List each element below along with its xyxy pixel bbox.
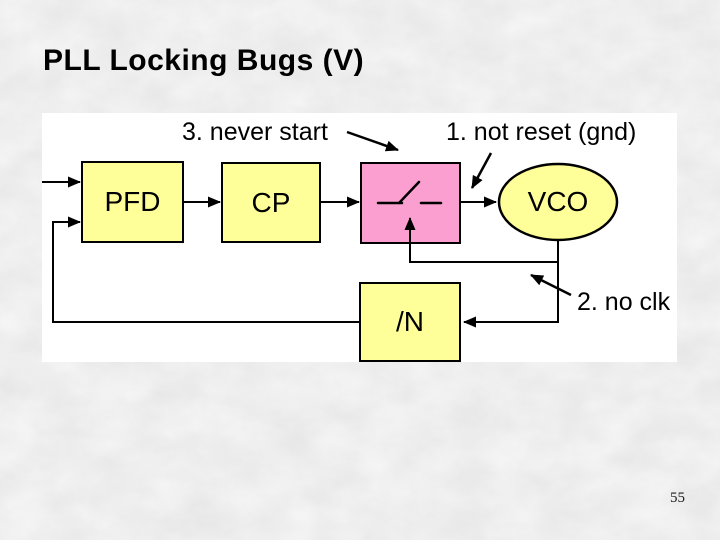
- pfd-block: [81, 161, 184, 243]
- slide-title: PLL Locking Bugs (V): [43, 44, 365, 77]
- arrow-no-clk: [530, 273, 572, 297]
- arrow-never-start: [346, 130, 399, 152]
- open-switch-icon: [376, 180, 443, 205]
- wire-feedback-to-pfd: [52, 216, 360, 323]
- vco-block: [497, 162, 619, 242]
- cp-block: [221, 162, 321, 243]
- arrow-not-reset: [470, 152, 493, 189]
- divider-block: [359, 282, 461, 362]
- wire-vco-to-divider: [463, 240, 559, 328]
- wire-clk-to-switch-control: [404, 217, 558, 263]
- page-number: 55: [670, 490, 685, 506]
- diagram-canvas: [42, 130, 619, 362]
- diagram-panel: PFD CP VCO /N 3. never start 1. not rese…: [42, 113, 677, 362]
